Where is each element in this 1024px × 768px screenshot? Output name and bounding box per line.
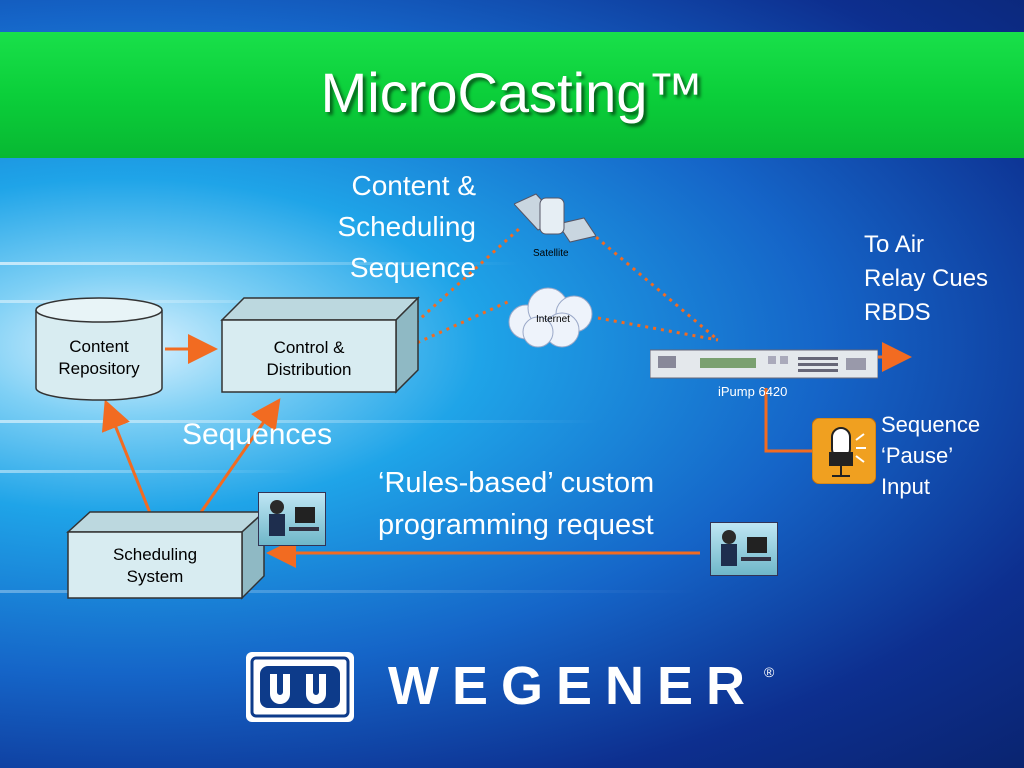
satellite-label: Satellite <box>533 248 569 259</box>
content-repository-node <box>35 297 163 401</box>
wegener-logo-text: WEGENER <box>388 656 759 716</box>
sequence-pause-label: Sequence ‘Pause’ Input <box>881 412 981 499</box>
wegener-logo-badge <box>246 652 354 722</box>
slide-title: MicroCasting™ <box>320 61 704 124</box>
ipump-label: iPump 6420 <box>718 384 788 399</box>
control-distribution-node <box>220 296 420 394</box>
registered-mark: ® <box>764 664 775 680</box>
ipump-device-icon <box>650 349 878 379</box>
internet-label: Internet <box>536 314 570 325</box>
content-scheduling-label: Content & Scheduling Sequence <box>337 170 476 283</box>
internet-cloud-icon <box>508 287 593 348</box>
scheduling-to-repo-arrow <box>101 399 154 519</box>
to-air-label: To Air Relay Cues RBDS <box>864 231 989 326</box>
pause-input-icon <box>812 418 876 484</box>
content-repository-label: Content Repository <box>58 337 140 378</box>
rules-request-label: ‘Rules-based’ custom programming request <box>378 467 655 541</box>
person-at-computer-icon <box>258 492 326 546</box>
person-at-computer-icon-2 <box>710 522 778 576</box>
title-band <box>0 32 1024 158</box>
satellite-icon <box>514 193 596 243</box>
scheduling-system-label: Scheduling System <box>112 545 198 586</box>
control-distribution-label: Control & Distribution <box>266 338 352 379</box>
wegener-logo-mark-icon <box>250 656 350 718</box>
scheduling-to-control-arrow <box>195 398 281 519</box>
sequences-label: Sequences <box>182 418 333 451</box>
